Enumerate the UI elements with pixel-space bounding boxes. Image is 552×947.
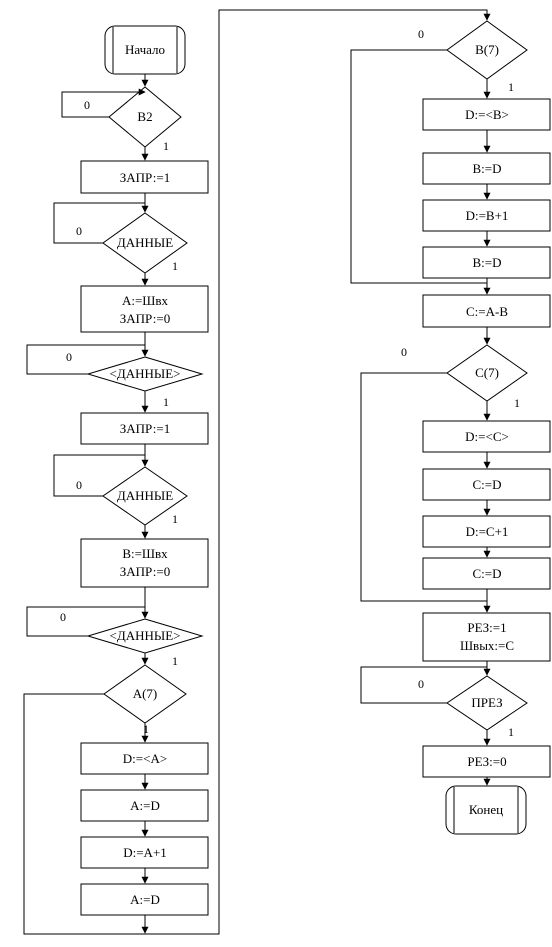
decision-label: ПРЕЗ (471, 695, 502, 710)
process-label: ЗАПР:=1 (120, 421, 170, 436)
branch-label: 1 (172, 259, 178, 273)
loop-line (26, 606, 145, 637)
process-d-c: D:=<C> (422, 420, 551, 453)
branch-label: 1 (508, 725, 514, 739)
process-d-a1: D:=A+1 (80, 836, 209, 869)
process-d-c1: D:=C+1 (422, 515, 551, 548)
branch-label: 0 (76, 478, 82, 492)
branch-label: 1 (143, 722, 149, 736)
decision-data-2: ДАННЫЕ (102, 466, 188, 526)
connector-line (145, 9, 491, 935)
process-b-input: B:=Швх ЗАПР:=0 (80, 538, 209, 588)
decision-b7: B(7) (446, 20, 528, 80)
process-a-d: A:=D (80, 789, 209, 822)
decision-label: A(7) (133, 686, 158, 701)
loop-line (26, 344, 145, 375)
process-c-d-2: C:=D (422, 557, 551, 590)
branch-label: 0 (418, 27, 424, 41)
process-label: B:=D (472, 161, 501, 176)
process-label: РЕЗ:=0 (467, 754, 506, 769)
process-b-d: B:=D (422, 152, 551, 185)
decision-b2: B2 (108, 86, 182, 148)
process-result-output: РЕЗ:=1 Швых:=C (422, 612, 551, 662)
process-zapr-2: ЗАПР:=1 (80, 412, 209, 445)
process-label: D:=C+1 (466, 524, 509, 539)
process-label: A:=D (130, 798, 160, 813)
decision-ndata-1: <ДАННЫЕ> (86, 356, 204, 392)
start-label: Начало (125, 42, 165, 57)
branch-label: 1 (508, 80, 514, 94)
process-label: ЗАПР:=0 (120, 311, 170, 326)
branch-label: 0 (60, 610, 66, 624)
bypass-line (23, 693, 145, 935)
process-a-d-2: A:=D (80, 883, 209, 916)
process-label: D:=B+1 (466, 208, 509, 223)
branch-label: 0 (76, 224, 82, 238)
branch-label: 1 (172, 654, 178, 668)
process-c-ab: C:=A-B (422, 294, 551, 328)
decision-label: ДАННЫЕ (117, 488, 173, 503)
process-label: D:=<B> (465, 107, 509, 122)
loop-line (53, 202, 145, 244)
process-label: A:=D (130, 892, 160, 907)
decision-label: <ДАННЫЕ> (110, 628, 181, 643)
process-label: C:=A-B (466, 304, 508, 319)
process-d-b: D:=<B> (422, 98, 551, 131)
branch-label: 0 (401, 345, 407, 359)
end-terminal: Конец (445, 785, 527, 835)
process-label: Швых:=C (460, 638, 514, 653)
decision-label: C(7) (475, 365, 499, 380)
decision-pres: ПРЕЗ (446, 675, 528, 731)
decision-ndata-2: <ДАННЫЕ> (86, 618, 204, 654)
process-b-d-2: B:=D (422, 246, 551, 279)
process-label: D:=<A> (123, 751, 167, 766)
decision-a7: A(7) (103, 664, 187, 724)
bypass-line (350, 49, 487, 284)
process-label: D:=A+1 (123, 845, 167, 860)
process-c-d: C:=D (422, 468, 551, 501)
process-zapr-1: ЗАПР:=1 (80, 160, 209, 194)
decision-c7: C(7) (446, 344, 528, 402)
loop-line (53, 454, 145, 497)
branch-label: 1 (163, 139, 169, 153)
process-label: C:=D (472, 566, 501, 581)
process-label: B:=D (472, 255, 501, 270)
process-label: ЗАПР:=1 (120, 170, 170, 185)
process-label: C:=D (472, 477, 501, 492)
end-label: Конец (469, 802, 503, 817)
decision-label: ДАННЫЕ (117, 235, 173, 250)
branch-label: 0 (84, 98, 90, 112)
loop-arrow (61, 88, 146, 118)
process-d-a: D:=<A> (80, 742, 209, 775)
branch-label: 0 (66, 350, 72, 364)
branch-label: 0 (418, 677, 424, 691)
process-label: ЗАПР:=0 (120, 564, 170, 579)
bypass-line (360, 372, 487, 602)
branch-label: 1 (172, 512, 178, 526)
process-label: D:=<C> (465, 429, 509, 444)
process-label: РЕЗ:=1 (467, 620, 506, 635)
decision-b2-label: B2 (137, 109, 152, 124)
process-label: A:=Швх (122, 293, 169, 308)
loop-line (360, 666, 487, 704)
process-result-zero: РЕЗ:=0 (422, 745, 551, 778)
decision-label: <ДАННЫЕ> (110, 366, 181, 381)
process-d-b1: D:=B+1 (422, 199, 551, 232)
start-terminal: Начало (104, 25, 186, 75)
decision-label: B(7) (475, 42, 499, 57)
process-a-input: A:=Швх ЗАПР:=0 (80, 285, 209, 333)
branch-label: 1 (514, 396, 520, 410)
branch-label: 1 (163, 395, 169, 409)
process-label: B:=Швх (122, 546, 168, 561)
